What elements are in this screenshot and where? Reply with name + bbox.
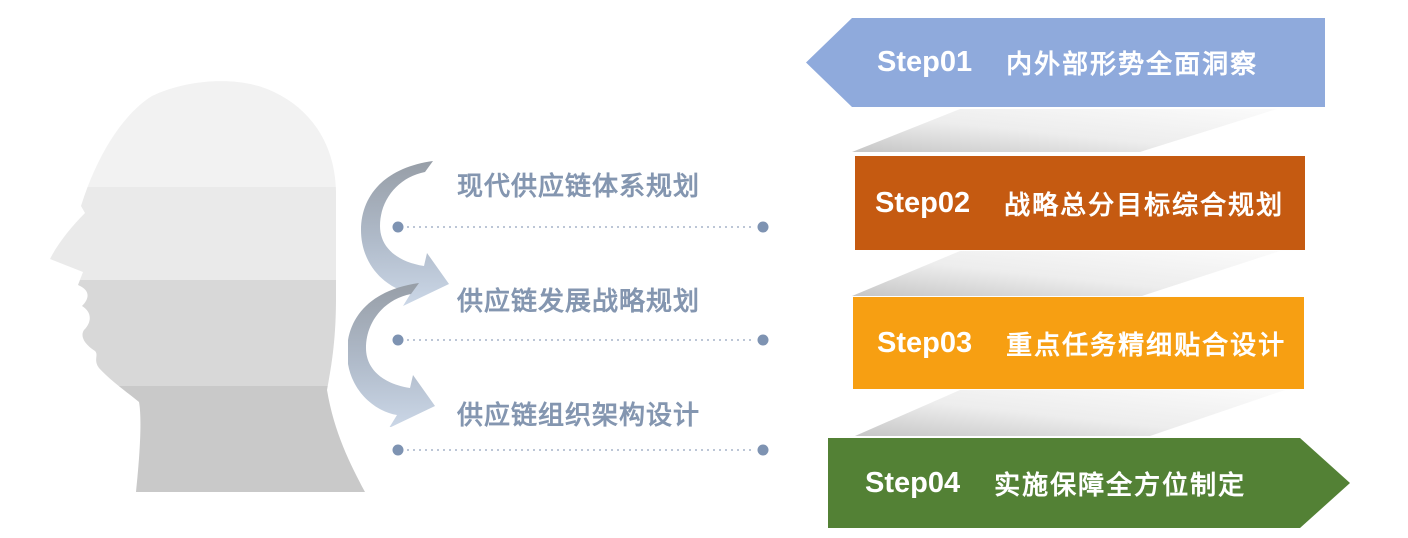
step-banner-02: Step02 战略总分目标综合规划 — [855, 156, 1305, 250]
step-banner-03: Step03 重点任务精细贴合设计 — [853, 297, 1304, 389]
leader-dot-left-1 — [392, 221, 404, 233]
step-title-04: 实施保障全方位制定 — [994, 469, 1247, 500]
leader-dot-right-2 — [757, 334, 769, 346]
step-banner-04: Step04 实施保障全方位制定 — [828, 438, 1350, 528]
fold-connector-3 — [855, 390, 1285, 436]
step-title-03: 重点任务精细贴合设计 — [1006, 329, 1287, 360]
step-number-01: Step01 — [877, 46, 973, 78]
step-banner-01: Step01 内外部形势全面洞察 — [806, 18, 1325, 107]
step-number-04: Step04 — [865, 466, 961, 499]
leader-dot-left-3 — [392, 444, 404, 456]
fold-connector-2 — [852, 251, 1280, 296]
leader-line-3 — [392, 444, 769, 456]
step-number-03: Step03 — [877, 326, 973, 359]
leader-dot-right-3 — [757, 444, 769, 456]
planning-label-1: 现代供应链体系规划 — [457, 171, 701, 201]
step-title-02: 战略总分目标综合规划 — [1004, 189, 1285, 220]
step-number-02: Step02 — [875, 186, 971, 219]
leader-dot-left-2 — [392, 334, 404, 346]
step-title-01: 内外部形势全面洞察 — [1006, 49, 1259, 79]
planning-label-3: 供应链组织架构设计 — [457, 400, 701, 430]
leader-dot-right-1 — [757, 221, 769, 233]
leader-line-1 — [392, 221, 769, 233]
leader-line-2 — [392, 334, 769, 346]
fold-connector-1 — [852, 109, 1277, 152]
planning-label-2: 供应链发展战略规划 — [457, 286, 701, 316]
